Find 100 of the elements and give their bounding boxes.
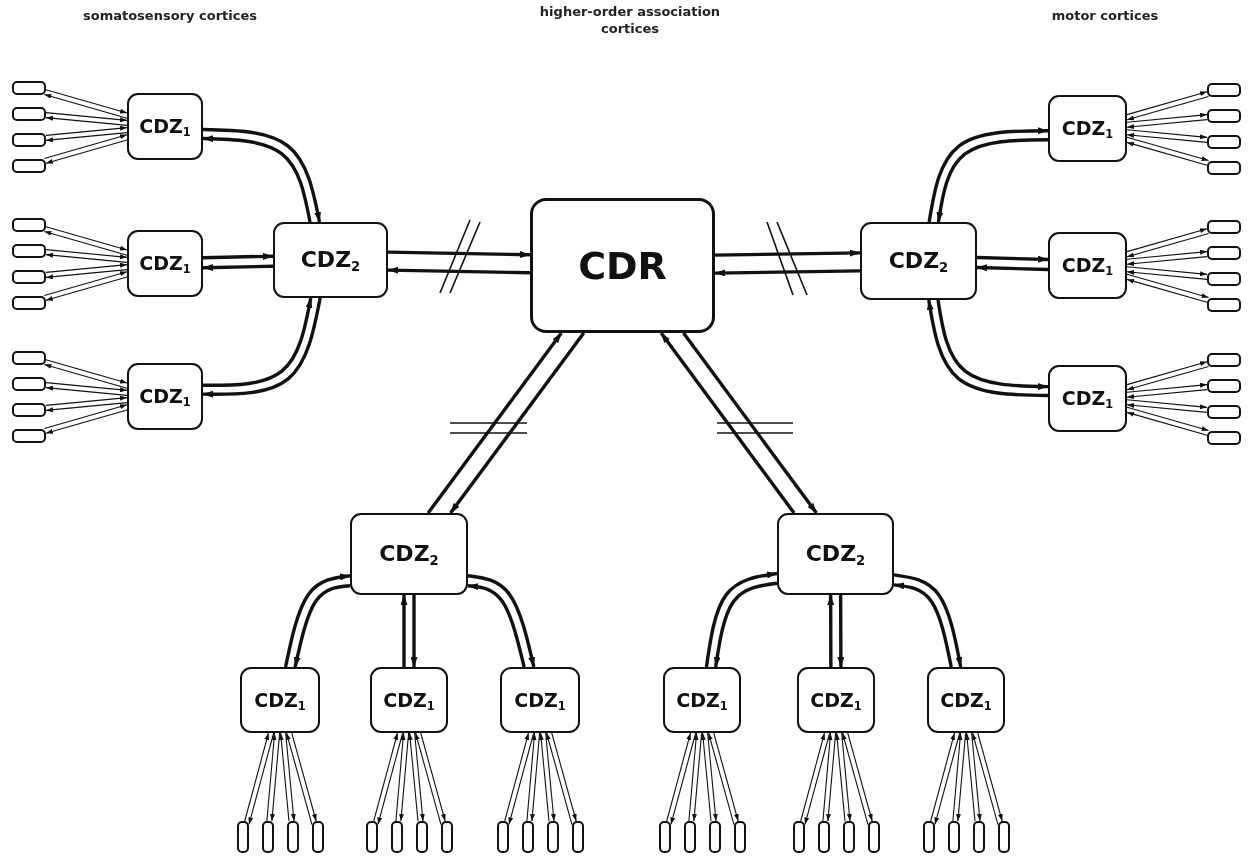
input-box [441,821,453,853]
input-box [734,821,746,853]
arrow [278,732,290,822]
arrow [708,732,735,826]
arrow [203,297,313,387]
arrow [45,276,128,301]
arrow [936,299,1049,390]
arrow [842,732,869,826]
arrow [800,732,826,822]
arrow [713,732,739,822]
node-label: CDZ$_{1}$ [940,690,992,710]
arrow [893,573,963,668]
region-heading: somatosensory cortices [82,8,258,25]
arrow [43,363,128,389]
arrow [976,264,1049,272]
node-label: CDR [578,246,667,285]
zone-box [127,93,203,160]
arrow [270,732,281,822]
input-box [1207,108,1241,123]
node-label: CDZ$_{1}$ [1061,389,1114,408]
arrow [545,732,556,822]
zone-box [127,363,203,430]
arrow [415,732,442,826]
arrow [834,732,846,822]
zone-box [350,513,468,595]
node-label: CDZ$_{2}$ [379,543,439,565]
input-box [1207,297,1241,312]
arrow [1126,91,1208,116]
arrow [387,266,531,275]
input-box [843,821,855,853]
arrow [373,732,399,822]
node-label: CDZ$_{1}$ [1061,119,1114,138]
arrow [700,732,712,822]
input-box [1207,378,1241,393]
input-box [12,428,46,443]
arrow [1126,95,1210,121]
zone-box [273,222,388,298]
region-box [530,198,715,333]
input-box [12,132,46,147]
arrow [45,262,128,273]
arrow [1126,406,1210,432]
arrow [45,89,128,114]
input-box [12,295,46,310]
zone-box [777,513,894,595]
arrow [45,395,128,406]
arrow [972,732,999,826]
input-box [12,243,46,258]
node-label: CDZ$_{1}$ [1061,256,1114,275]
arrow [714,249,861,257]
arrow [467,583,526,668]
input-box [12,269,46,284]
arrow [45,132,128,143]
input-box [12,217,46,232]
arrow [244,732,270,822]
input-box [1207,352,1241,367]
input-box [12,158,46,173]
arrow [837,595,845,667]
input-box [497,821,509,853]
input-box [1207,245,1241,260]
arrow [508,732,535,825]
arrow [426,332,563,514]
arrow [893,582,953,668]
arrow [930,732,956,822]
arrow [822,732,833,822]
arrow [707,732,718,822]
arrow [395,732,406,822]
input-box [1207,134,1241,149]
arrow [704,571,778,668]
arrow [692,732,703,822]
region-heading: higher-order association cortices [538,4,722,38]
zone-box [663,667,741,733]
arrow [977,732,1003,822]
arrow [688,732,699,822]
arrow [847,732,873,822]
input-box [684,821,696,853]
node-label: CDZ$_{1}$ [139,117,191,136]
arrow [1126,136,1210,162]
arrow [45,359,128,384]
input-box [416,821,428,853]
arrow [1126,411,1208,436]
input-box [12,106,46,121]
arrow [976,255,1049,263]
arrow [538,732,550,822]
zone-box [240,667,320,733]
arrow [551,732,577,822]
arrow [670,732,697,825]
input-box [793,821,805,853]
input-box [1207,404,1241,419]
input-box [287,821,299,853]
arrow [45,269,128,280]
arrow [202,264,274,271]
input-box [868,821,880,853]
input-box [12,80,46,95]
arrow [1126,389,1208,400]
arrow [293,584,351,668]
zone-box [370,667,448,733]
input-box [12,350,46,365]
node-label: CDZ$_{1}$ [514,690,566,710]
arrow [504,732,530,822]
arrow [266,732,277,822]
